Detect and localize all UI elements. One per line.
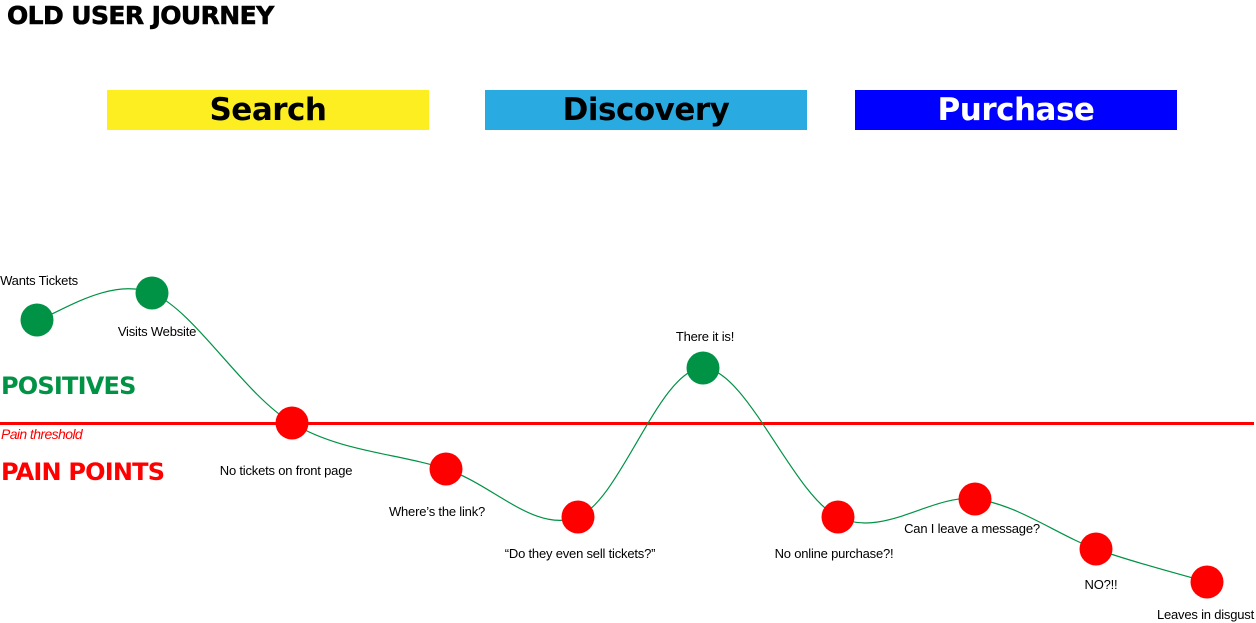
stage-purchase: Purchase — [855, 90, 1177, 130]
pain-threshold-label: Pain threshold — [1, 426, 83, 442]
positive-point-marker — [20, 303, 54, 337]
point-label: Where’s the link? — [388, 504, 486, 519]
stage-search-label: Search — [209, 92, 327, 128]
point-label: Wants Tickets — [0, 273, 78, 288]
pain-point-marker — [1190, 565, 1224, 599]
positive-point-marker — [135, 276, 169, 310]
pain-points-label: PAIN POINTS — [1, 458, 165, 486]
diagram-title: OLD USER JOURNEY — [7, 1, 275, 31]
point-label: There it is! — [675, 329, 735, 344]
journey-curve-path — [36, 288, 1208, 583]
positive-point-marker — [686, 351, 720, 385]
pain-threshold-line — [0, 422, 1254, 425]
stage-discovery: Discovery — [485, 90, 807, 130]
pain-point-marker — [821, 500, 855, 534]
point-label: Visits Website — [117, 324, 197, 339]
point-label: No tickets on front page — [219, 463, 353, 478]
pain-point-marker — [275, 406, 309, 440]
stage-purchase-label: Purchase — [937, 92, 1095, 128]
point-label: Leaves in disgust — [1156, 607, 1254, 622]
stage-discovery-label: Discovery — [562, 92, 730, 128]
point-label: No online purchase?! — [774, 546, 894, 561]
positives-label: POSITIVES — [1, 372, 136, 400]
pain-point-marker — [1079, 532, 1113, 566]
pain-point-marker — [561, 500, 595, 534]
pain-point-marker — [958, 482, 992, 516]
point-label: Can I leave a message? — [904, 521, 1040, 536]
stage-search: Search — [107, 90, 429, 130]
pain-point-marker — [429, 452, 463, 486]
point-label: “Do they even sell tickets?” — [504, 546, 656, 561]
point-label: NO?!! — [1084, 577, 1118, 592]
journey-points — [20, 276, 1224, 599]
